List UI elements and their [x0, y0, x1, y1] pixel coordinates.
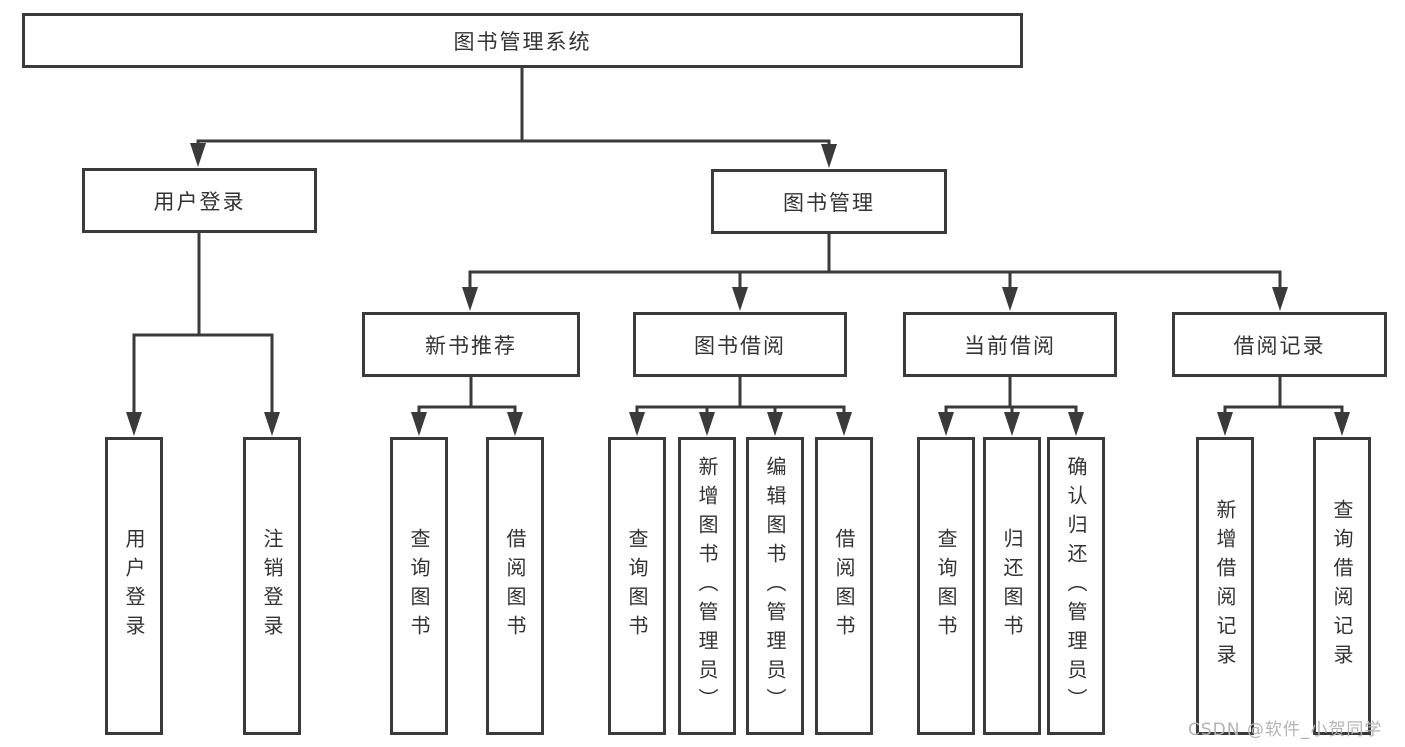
arrowhead — [411, 412, 427, 436]
node-book-borrow-label: 图书借阅 — [694, 333, 786, 358]
arrowhead — [1002, 287, 1018, 311]
arrowhead — [462, 287, 478, 311]
leaf-query-book-1-label: 查询图书 — [407, 528, 431, 644]
node-current-borrow-label: 当前借阅 — [964, 333, 1056, 358]
node-book-management-label: 图书管理 — [783, 190, 875, 215]
node-current-borrow: 当前借阅 — [903, 312, 1117, 377]
arrowhead — [629, 412, 645, 436]
leaf-confirm-return-admin: 确认归还（管理员） — [1047, 437, 1105, 735]
leaf-query-book-2-label: 查询图书 — [625, 528, 649, 644]
leaf-borrow-book-1-label: 借阅图书 — [503, 528, 527, 644]
arrowhead — [1068, 412, 1084, 436]
node-user-login: 用户登录 — [82, 168, 317, 233]
arrowhead — [836, 412, 852, 436]
arrowhead — [1217, 412, 1233, 436]
leaf-query-book-2: 查询图书 — [608, 437, 666, 735]
node-new-book-recommend: 新书推荐 — [362, 312, 580, 377]
arrowhead — [1004, 412, 1020, 436]
arrowhead — [1272, 287, 1288, 311]
leaf-borrow-book-2: 借阅图书 — [815, 437, 873, 735]
arrowhead — [938, 412, 954, 436]
leaf-borrow-book-2-label: 借阅图书 — [832, 528, 856, 644]
leaf-query-borrow-record: 查询借阅记录 — [1313, 437, 1371, 735]
leaf-query-book-3: 查询图书 — [917, 437, 975, 735]
leaf-return-book-label: 归还图书 — [1000, 528, 1024, 644]
arrowhead — [732, 287, 748, 311]
leaf-add-book-admin-label: 新增图书（管理员） — [695, 455, 719, 717]
arrowhead — [821, 144, 837, 168]
leaf-logout: 注销登录 — [243, 437, 301, 735]
node-borrow-record: 借阅记录 — [1172, 312, 1387, 377]
arrowhead — [507, 412, 523, 436]
node-book-management: 图书管理 — [711, 169, 947, 234]
leaf-confirm-return-admin-label: 确认归还（管理员） — [1064, 455, 1088, 717]
leaf-edit-book-admin: 编辑图书（管理员） — [746, 437, 804, 735]
node-new-book-recommend-label: 新书推荐 — [425, 333, 517, 358]
arrowhead — [190, 143, 206, 167]
arrowhead — [767, 412, 783, 436]
leaf-add-borrow-record: 新增借阅记录 — [1196, 437, 1254, 735]
leaf-logout-label: 注销登录 — [260, 528, 284, 644]
leaf-edit-book-admin-label: 编辑图书（管理员） — [763, 455, 787, 717]
leaf-query-book-1: 查询图书 — [390, 437, 448, 735]
leaf-return-book: 归还图书 — [983, 437, 1041, 735]
node-borrow-record-label: 借阅记录 — [1233, 333, 1326, 358]
leaf-query-book-3-label: 查询图书 — [934, 528, 958, 644]
watermark: CSDN @软件_小贺同学 — [1188, 720, 1383, 740]
node-user-login-label: 用户登录 — [153, 189, 246, 214]
arrowhead — [699, 412, 715, 436]
arrowhead — [1334, 412, 1350, 436]
leaf-user-login: 用户登录 — [105, 437, 163, 735]
node-book-borrow: 图书借阅 — [633, 312, 847, 377]
arrowhead — [264, 412, 280, 436]
node-root-label: 图书管理系统 — [453, 29, 592, 54]
arrowhead — [126, 412, 142, 436]
leaf-add-borrow-record-label: 新增借阅记录 — [1213, 499, 1237, 673]
leaf-query-borrow-record-label: 查询借阅记录 — [1330, 499, 1354, 673]
leaf-user-login-label: 用户登录 — [122, 528, 146, 644]
leaf-borrow-book-1: 借阅图书 — [486, 437, 544, 735]
node-root: 图书管理系统 — [22, 13, 1023, 68]
leaf-add-book-admin: 新增图书（管理员） — [678, 437, 736, 735]
